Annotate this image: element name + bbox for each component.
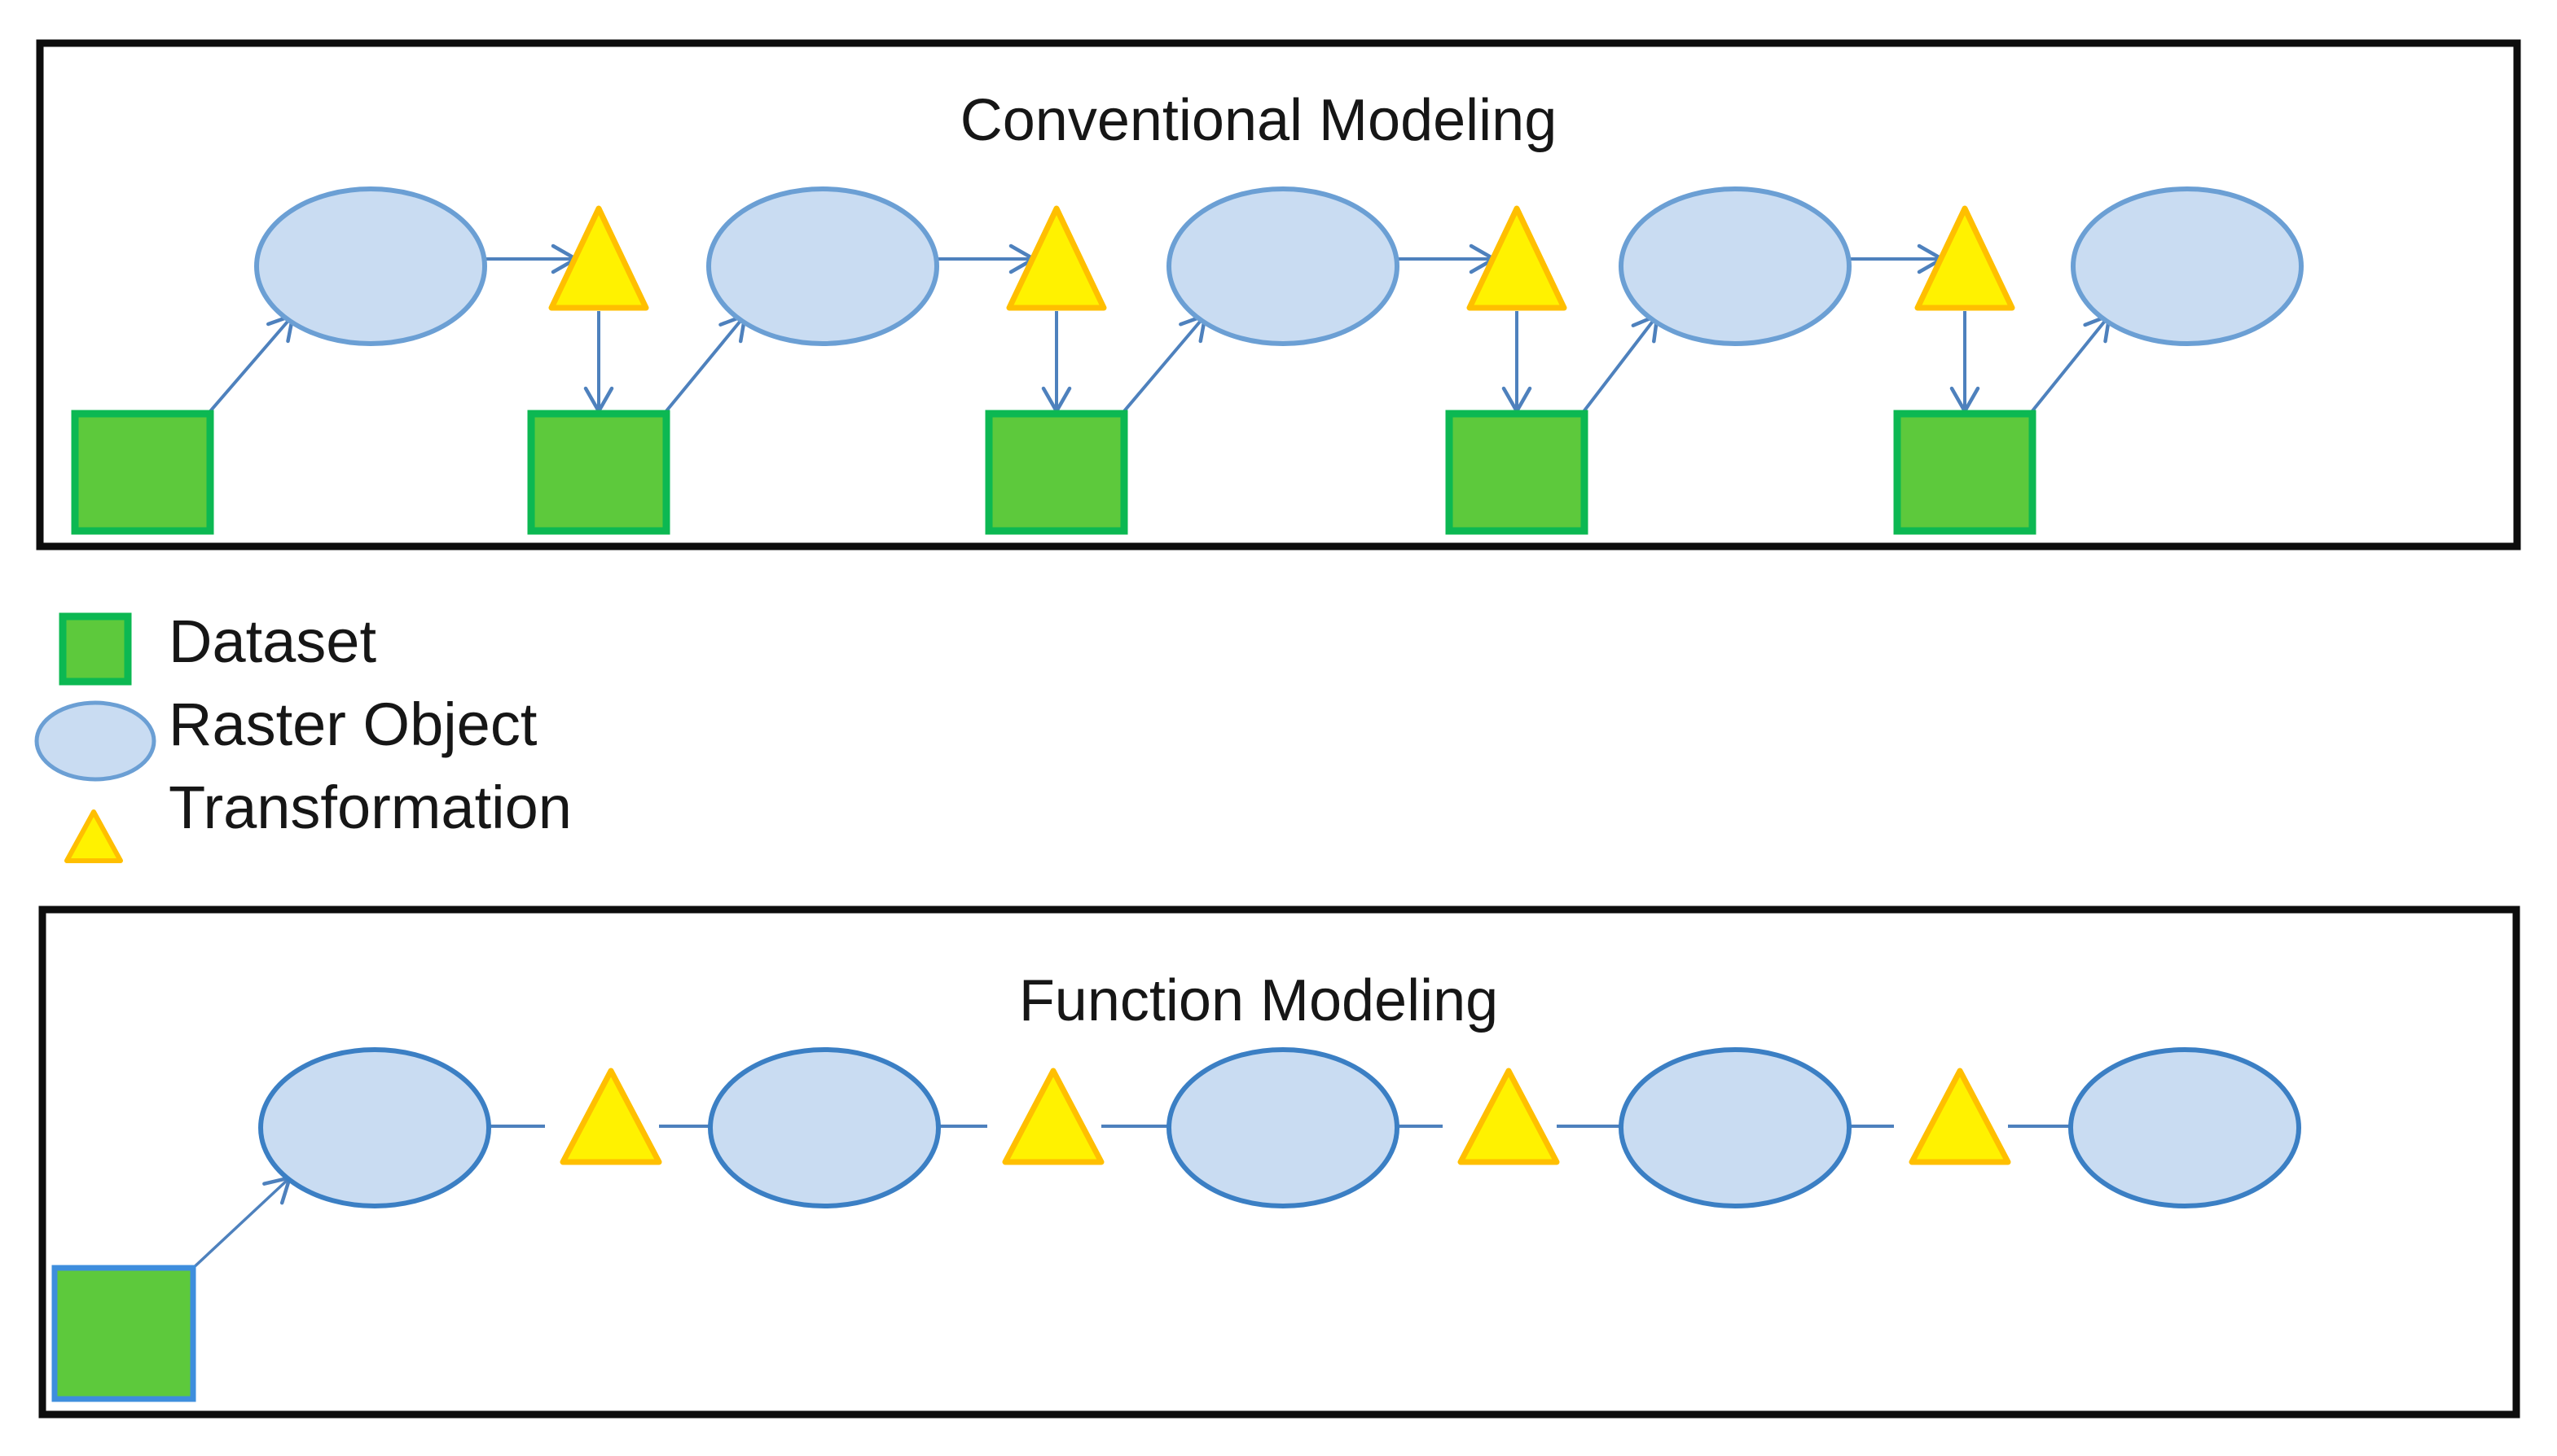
dataset-square bbox=[71, 410, 214, 535]
dataset-square bbox=[985, 410, 1128, 535]
flow-arrow bbox=[660, 312, 748, 419]
function-panel-title: Function Modeling bbox=[1019, 968, 1498, 1033]
raster-object-ellipse bbox=[1166, 1047, 1399, 1208]
dataset-square bbox=[1445, 410, 1588, 535]
transformation-triangle bbox=[548, 205, 649, 311]
function-shapes bbox=[51, 1047, 2301, 1402]
transformation-triangle bbox=[1002, 1068, 1105, 1165]
legend-dataset-label: Dataset bbox=[169, 607, 376, 675]
flow-arrow bbox=[2026, 312, 2112, 419]
transformation-triangle bbox=[1006, 205, 1107, 311]
function-panel-border bbox=[38, 906, 2520, 1419]
function-panel: Function Modeling bbox=[38, 906, 2520, 1419]
raster-object-ellipse bbox=[706, 186, 939, 346]
legend-dataset-swatch-square bbox=[59, 612, 132, 686]
conventional-panel-border bbox=[36, 39, 2521, 550]
conventional-panel: Conventional Modeling bbox=[36, 39, 2521, 550]
legend-transformation-swatch-triangle bbox=[64, 809, 123, 863]
transformation-triangle bbox=[1466, 205, 1567, 311]
raster-object-ellipse bbox=[2071, 186, 2304, 346]
transformation-triangle bbox=[560, 1068, 662, 1165]
transformation-triangle bbox=[1909, 1068, 2011, 1165]
raster-object-ellipse bbox=[1619, 1047, 1852, 1208]
legend-raster-object-label: Raster Object bbox=[169, 691, 538, 758]
legend-transformation-label: Transformation bbox=[169, 774, 572, 841]
raster-object-ellipse bbox=[1619, 186, 1852, 346]
raster-object-ellipse bbox=[258, 1047, 491, 1208]
raster-object-ellipse bbox=[1166, 186, 1399, 346]
dataset-square bbox=[1893, 410, 2036, 535]
dataset-square bbox=[51, 1265, 196, 1402]
conventional-shapes bbox=[71, 186, 2304, 535]
transformation-triangle bbox=[1457, 1068, 1560, 1165]
conventional-panel-title: Conventional Modeling bbox=[960, 88, 1557, 153]
flow-arrow bbox=[1118, 312, 1208, 419]
transformation-triangle bbox=[1914, 205, 2015, 311]
flow-arrow bbox=[1578, 312, 1660, 419]
flow-arrow bbox=[204, 312, 296, 419]
raster-object-ellipse bbox=[254, 186, 487, 346]
legend: Dataset Raster Object Transformation bbox=[34, 607, 572, 863]
flow-arrow bbox=[190, 1175, 293, 1271]
raster-object-ellipse bbox=[708, 1047, 941, 1208]
legend-raster-object-swatch-ellipse bbox=[34, 700, 156, 782]
dataset-square bbox=[527, 410, 670, 535]
raster-object-ellipse bbox=[2068, 1047, 2301, 1208]
